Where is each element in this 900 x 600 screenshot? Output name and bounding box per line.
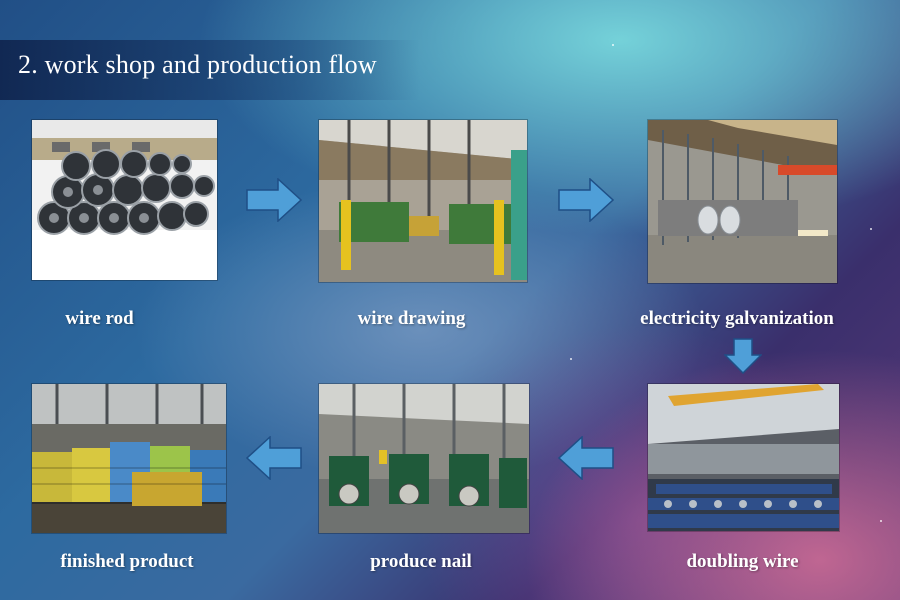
sparkle <box>612 44 614 46</box>
finished-product-warehouse-photo <box>32 384 226 533</box>
arrow-left-icon <box>558 436 614 480</box>
sparkle <box>870 228 872 230</box>
arrow-down-icon <box>724 338 762 374</box>
sparkle <box>570 358 572 360</box>
sparkle <box>880 520 882 522</box>
arrow-right-icon <box>558 178 614 222</box>
step-label-electricity-galvanization: electricity galvanization <box>640 308 834 329</box>
step-label-produce-nail: produce nail <box>370 551 472 572</box>
arrow-left-icon <box>246 436 302 480</box>
step-label-wire-rod: wire rod <box>65 308 134 329</box>
arrow-right-icon <box>246 178 302 222</box>
step-label-wire-drawing: wire drawing <box>357 308 466 329</box>
title-bar <box>0 40 420 100</box>
wire-drawing-machines-photo <box>319 120 527 282</box>
step-label-doubling-wire: doubling wire <box>686 551 799 572</box>
wire-rod-coils-photo <box>32 120 217 280</box>
doubling-wire-workshop-photo <box>648 384 839 531</box>
nail-making-machines-photo <box>319 384 529 533</box>
galvanization-line-photo <box>648 120 837 283</box>
step-label-finished-product: finished product <box>60 551 194 572</box>
page-title: 2. work shop and production flow <box>18 50 377 79</box>
